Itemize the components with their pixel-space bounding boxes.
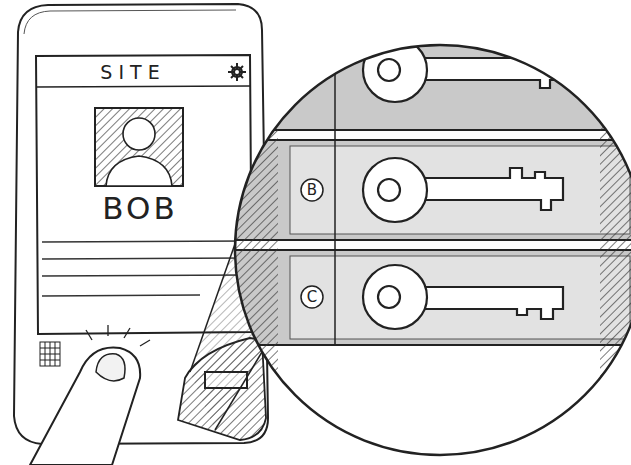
avatar-person [106,156,172,186]
header-divider [36,86,250,87]
gear-icon [228,63,246,81]
avatar-head [123,118,155,150]
user-name: BOB [85,190,195,226]
slot-letter-circle: C [300,285,324,309]
slot-letter-circle: B [300,178,324,202]
avatar-frame [95,108,183,186]
magnifier-line [215,352,262,430]
node-text: C [307,290,317,305]
grid-icon [40,342,60,366]
key-b [363,158,563,222]
site-header: SITE [38,58,228,86]
content-lines [42,241,246,296]
key-c [363,265,563,329]
phone-body-edge [24,10,236,34]
fingernail [96,354,125,381]
magnifier-lens [235,45,631,455]
finger [30,348,140,465]
node-text: B [307,183,317,198]
node-text: SITE [100,63,165,82]
magnified-view [230,38,631,460]
press-marks [86,325,150,346]
key-top [363,38,560,102]
